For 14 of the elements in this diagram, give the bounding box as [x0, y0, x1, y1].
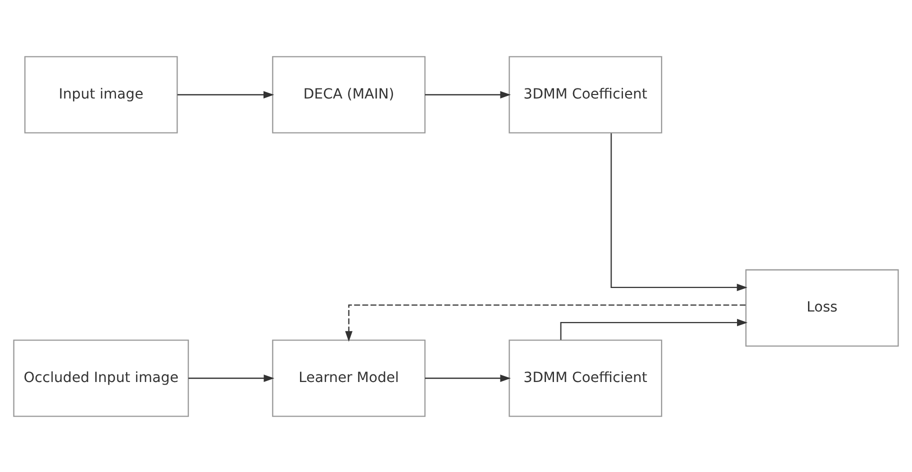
node-box: Loss [745, 268, 899, 346]
node-box: 3DMM Coefficient [508, 339, 662, 416]
arrow [560, 318, 748, 340]
arrow [177, 90, 274, 98]
node-box: 3DMM Coefficient [508, 56, 662, 133]
arrow [425, 374, 511, 382]
node-box: Input image [24, 56, 178, 133]
arrow [610, 132, 748, 291]
node-box: DECA (MAIN) [272, 56, 426, 133]
arrow [188, 374, 274, 382]
arrow [425, 90, 511, 98]
node-box: Occluded Input image [13, 339, 189, 416]
node-box: Learner Model [272, 339, 426, 416]
arrow [345, 304, 746, 342]
